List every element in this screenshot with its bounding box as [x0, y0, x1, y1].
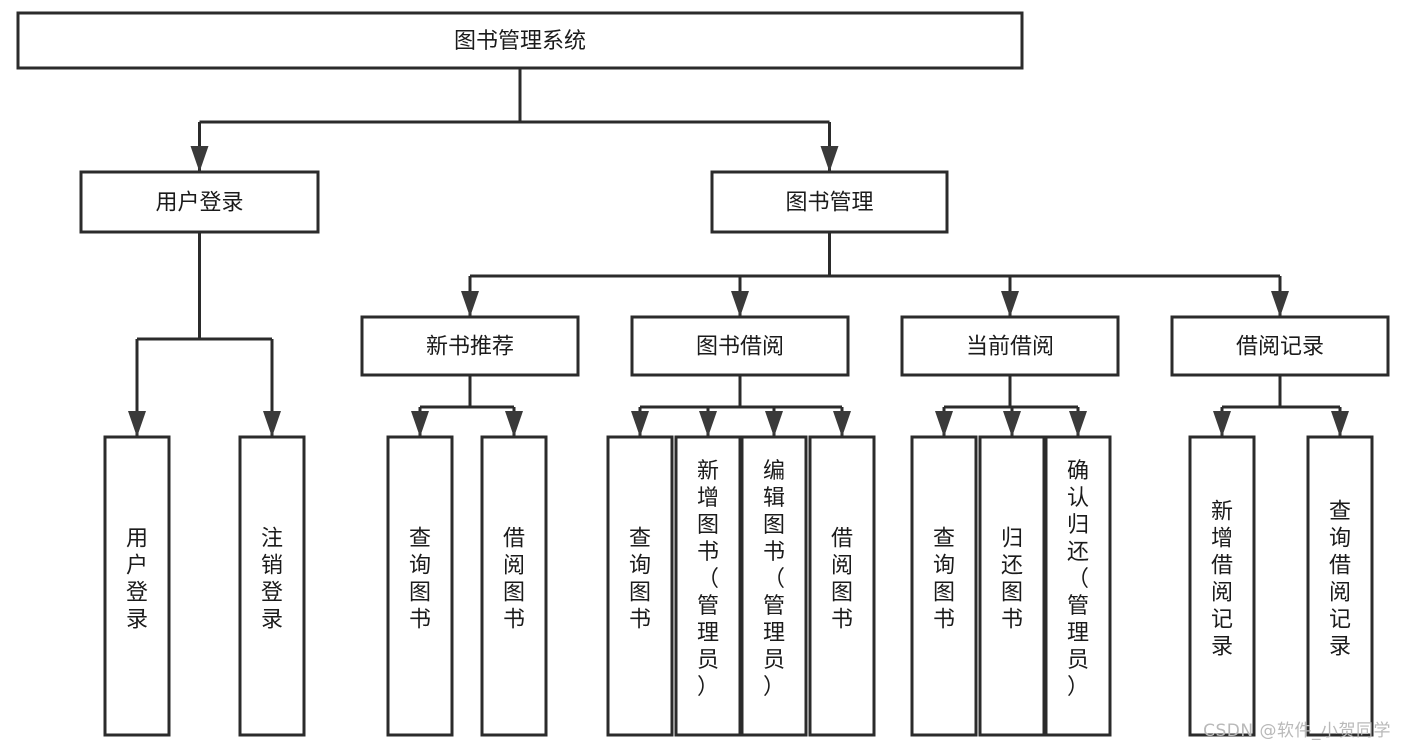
node-leaf-user-logout-label: 注销登录 — [261, 527, 283, 633]
node-leaf-edit-book-box[interactable] — [740, 435, 808, 737]
node-user-login-box[interactable] — [79, 170, 320, 234]
node-leaf-add-record-label: 新增借阅记录 — [1211, 500, 1233, 660]
node-leaf-add-book-label: 新增图书（管理员） — [697, 459, 719, 700]
arrow-head-icon — [820, 146, 839, 172]
node-leaf-borrow-book-rec-box[interactable] — [480, 435, 548, 737]
node-leaf-user-logout[interactable]: 注销登录 — [238, 435, 306, 737]
node-leaf-borrow-book-label: 借阅图书 — [831, 527, 853, 633]
node-leaf-query-book-rec-label: 查询图书 — [409, 527, 431, 633]
node-leaf-query-book-rec[interactable]: 查询图书 — [386, 435, 454, 737]
node-leaf-add-book-box[interactable] — [674, 435, 742, 737]
node-leaf-query-book-cur[interactable]: 查询图书 — [910, 435, 978, 737]
edge-group-user-login — [128, 232, 281, 437]
arrow-head-icon — [1001, 291, 1019, 317]
arrow-head-icon — [411, 411, 429, 437]
node-current-borrow-box[interactable] — [900, 315, 1120, 377]
node-book-borrow[interactable]: 图书借阅 — [630, 315, 850, 377]
arrow-head-icon — [765, 411, 783, 437]
node-root-title-label: 图书管理系统 — [454, 29, 586, 54]
node-leaf-query-book-borrow-box[interactable] — [606, 435, 674, 737]
arrow-head-icon — [1331, 411, 1349, 437]
node-leaf-query-book-borrow[interactable]: 查询图书 — [606, 435, 674, 737]
node-leaf-confirm-return-box[interactable] — [1044, 435, 1112, 737]
arrow-head-icon — [833, 411, 851, 437]
node-leaf-query-record-label: 查询借阅记录 — [1329, 500, 1351, 660]
arrow-head-icon — [1271, 291, 1289, 317]
node-current-borrow[interactable]: 当前借阅 — [900, 315, 1120, 377]
node-layer: 图书管理系统用户登录图书管理新书推荐图书借阅当前借阅借阅记录用户登录注销登录查询… — [16, 11, 1390, 737]
arrow-head-icon — [731, 291, 749, 317]
node-book-borrow-box[interactable] — [630, 315, 850, 377]
node-book-manage-box[interactable] — [710, 170, 949, 234]
node-leaf-edit-book-label: 编辑图书（管理员） — [763, 459, 785, 700]
node-leaf-borrow-book[interactable]: 借阅图书 — [808, 435, 876, 737]
node-leaf-return-book-box[interactable] — [978, 435, 1046, 737]
arrow-head-icon — [263, 411, 281, 437]
node-leaf-add-record-box[interactable] — [1188, 435, 1256, 737]
node-leaf-borrow-book-rec[interactable]: 借阅图书 — [480, 435, 548, 737]
node-leaf-return-book[interactable]: 归还图书 — [978, 435, 1046, 737]
arrow-head-icon — [699, 411, 717, 437]
node-root-title[interactable]: 图书管理系统 — [16, 11, 1024, 70]
node-user-login[interactable]: 用户登录 — [79, 170, 320, 234]
arrow-head-icon — [631, 411, 649, 437]
node-new-book-recommend-box[interactable] — [360, 315, 580, 377]
node-leaf-confirm-return[interactable]: 确认归还（管理员） — [1044, 435, 1112, 737]
node-book-manage-label: 图书管理 — [785, 191, 873, 216]
node-leaf-query-book-cur-label: 查询图书 — [933, 527, 955, 633]
arrow-head-icon — [505, 411, 523, 437]
node-leaf-borrow-book-rec-label: 借阅图书 — [503, 527, 525, 633]
node-leaf-query-record[interactable]: 查询借阅记录 — [1306, 435, 1374, 737]
node-leaf-return-book-label: 归还图书 — [1001, 527, 1023, 633]
node-borrow-record-box[interactable] — [1170, 315, 1390, 377]
node-new-book-recommend-label: 新书推荐 — [426, 335, 514, 360]
edge-group-borrow-record — [1213, 375, 1349, 437]
node-leaf-user-logout-box[interactable] — [238, 435, 306, 737]
arrow-head-icon — [1069, 411, 1087, 437]
node-book-manage[interactable]: 图书管理 — [710, 170, 949, 234]
node-leaf-query-book-rec-box[interactable] — [386, 435, 454, 737]
node-leaf-confirm-return-label: 确认归还（管理员） — [1067, 459, 1089, 700]
node-new-book-recommend[interactable]: 新书推荐 — [360, 315, 580, 377]
node-leaf-user-login[interactable]: 用户登录 — [103, 435, 171, 737]
node-leaf-user-login-box[interactable] — [103, 435, 171, 737]
edge-group-new-book-recommend — [411, 375, 523, 437]
node-current-borrow-label: 当前借阅 — [966, 335, 1054, 360]
node-borrow-record-label: 借阅记录 — [1236, 335, 1324, 360]
node-leaf-add-record[interactable]: 新增借阅记录 — [1188, 435, 1256, 737]
node-borrow-record[interactable]: 借阅记录 — [1170, 315, 1390, 377]
node-leaf-add-book[interactable]: 新增图书（管理员） — [674, 435, 742, 737]
arrow-head-icon — [1213, 411, 1231, 437]
edge-group-book-manage — [461, 232, 1289, 317]
arrow-head-icon — [935, 411, 953, 437]
node-root-title-box[interactable] — [16, 11, 1024, 70]
edge-group-root — [190, 68, 839, 172]
node-leaf-query-book-cur-box[interactable] — [910, 435, 978, 737]
node-book-borrow-label: 图书借阅 — [696, 335, 784, 360]
arrow-head-icon — [1003, 411, 1021, 437]
arrow-head-icon — [461, 291, 479, 317]
node-leaf-edit-book[interactable]: 编辑图书（管理员） — [740, 435, 808, 737]
node-leaf-query-record-box[interactable] — [1306, 435, 1374, 737]
node-leaf-user-login-label: 用户登录 — [126, 527, 148, 633]
watermark-label: CSDN @软件_小贺同学 — [1203, 721, 1391, 741]
arrow-head-icon — [128, 411, 146, 437]
edge-group-book-borrow — [631, 375, 851, 437]
node-leaf-query-book-borrow-label: 查询图书 — [629, 527, 651, 633]
node-leaf-borrow-book-box[interactable] — [808, 435, 876, 737]
connector-layer — [128, 68, 1349, 437]
arrow-head-icon — [190, 146, 209, 172]
node-user-login-label: 用户登录 — [155, 191, 243, 216]
edge-group-current-borrow — [935, 375, 1087, 437]
